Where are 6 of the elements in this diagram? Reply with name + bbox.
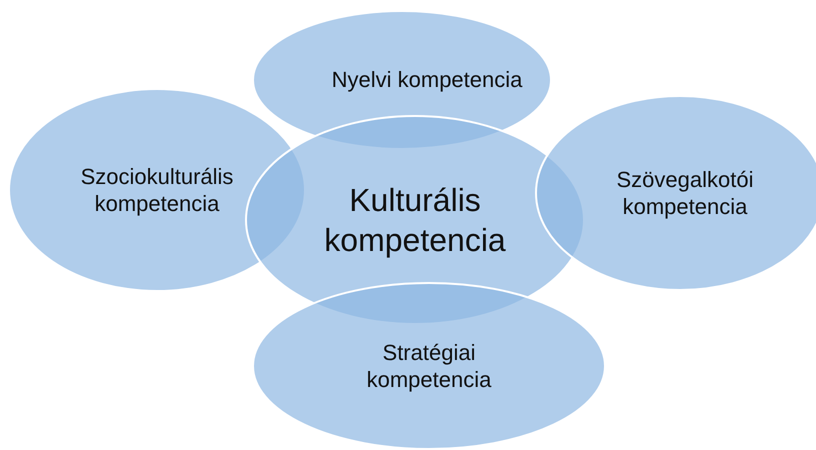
node-label: Szociokulturális kompetencia xyxy=(80,162,234,218)
node-label: Nyelvi kompetencia xyxy=(330,66,524,94)
ellipse-node xyxy=(252,282,606,450)
node-label: Szövegalkotói kompetencia xyxy=(616,166,754,220)
node-label: Kulturális kompetencia xyxy=(323,181,507,260)
node-label: Stratégiai kompetencia xyxy=(366,338,492,394)
